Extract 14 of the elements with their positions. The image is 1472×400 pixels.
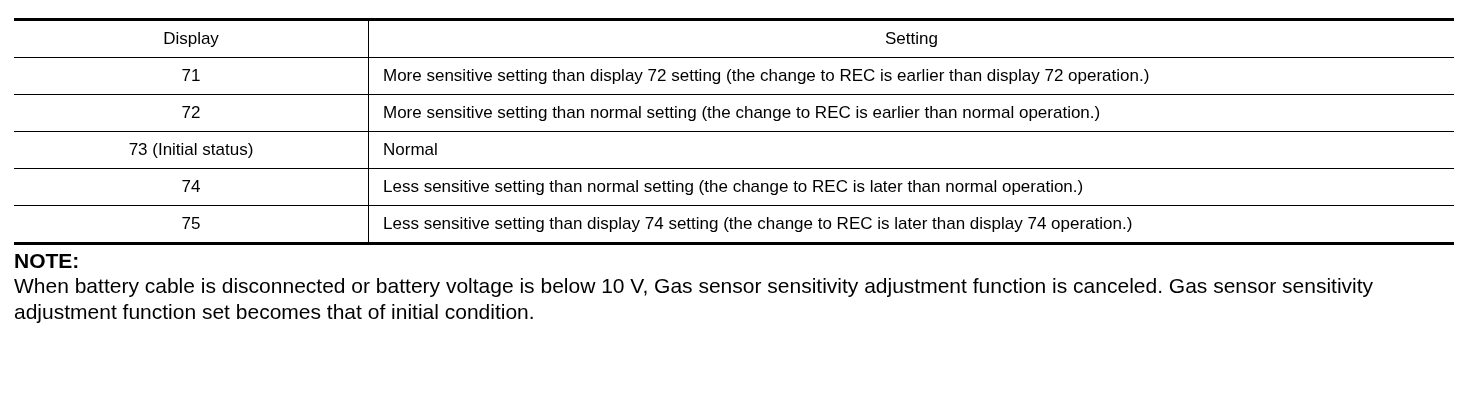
display-value: 72	[14, 94, 369, 132]
setting-description: More sensitive setting than normal setting (the change to REC is earlier than normal operation.)	[368, 94, 1454, 132]
column-header: Display	[14, 19, 369, 58]
setting-description: Less sensitive setting than normal setting (the change to REC is later than normal operation.)	[368, 168, 1454, 206]
note-heading: NOTE:	[14, 249, 80, 273]
display-value: 71	[14, 57, 369, 95]
note-text: When battery cable is disconnected or battery voltage is below 10 V, Gas sensor sensitivity adjustment function is canceled. Gas sensor sensitivity adjustment function set becomes that of initial condition.	[14, 273, 1375, 325]
setting-description: Normal	[368, 131, 1454, 169]
setting-description: Less sensitive setting than display 74 setting (the change to REC is later than display 74 operation.)	[368, 205, 1454, 244]
display-value: 73 (Initial status)	[14, 131, 369, 169]
display-value: 74	[14, 168, 369, 206]
display-value: 75	[14, 205, 369, 244]
column-header: Setting	[368, 19, 1454, 58]
setting-description: More sensitive setting than display 72 setting (the change to REC is earlier than display 72 operation.)	[368, 57, 1454, 95]
